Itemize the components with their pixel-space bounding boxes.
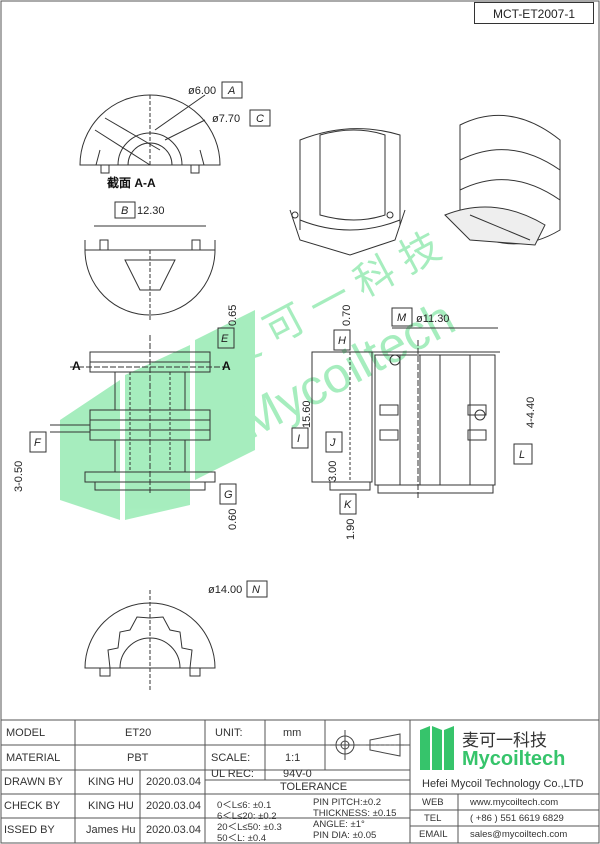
iso-view-left	[289, 128, 406, 256]
company-cn: 麦可一科技	[462, 731, 547, 750]
tel-value: ( +86 ) 551 6619 6829	[470, 813, 564, 824]
ulrec-value: 94V-0	[283, 768, 312, 780]
issued-date: 2020.03.04	[146, 824, 202, 836]
issued-label: ISSED BY	[4, 824, 55, 836]
section-marker-left: A	[72, 359, 81, 373]
dim-label-l: L	[519, 449, 525, 461]
dim-label-j: J	[329, 437, 336, 449]
email-value[interactable]: sales@mycoiltech.com	[470, 829, 568, 840]
scale-value: 1:1	[285, 752, 301, 764]
dim-value-b: 12.30	[137, 205, 165, 217]
company-logo-icon	[420, 726, 454, 770]
dim-value-j: 3.00	[327, 461, 339, 482]
drawn-name: KING HU	[88, 776, 134, 788]
ulrec-label: UL REC:	[211, 768, 254, 780]
dim-value-g: 0.60	[227, 509, 239, 530]
check-label: CHECK BY	[4, 800, 61, 812]
scale-label: SCALE:	[211, 752, 251, 764]
company-en: Mycoiltech	[462, 748, 566, 770]
web-label: WEB	[422, 797, 444, 808]
tel-label: TEL	[424, 813, 442, 824]
material-value: PBT	[127, 752, 149, 764]
drawing-code: MCT-ET2007-1	[474, 2, 594, 24]
top-view	[84, 225, 216, 320]
dim-value-n: ø14.00	[208, 584, 242, 596]
tol-5: PIN PITCH:±0.2	[313, 797, 382, 808]
projection-symbol-icon	[330, 730, 404, 760]
unit-label: UNIT:	[215, 727, 243, 739]
web-value[interactable]: www.mycoiltech.com	[470, 797, 559, 808]
dim-value-m: ø11.30	[416, 313, 449, 325]
dim-label-a: A	[227, 85, 235, 97]
tol-2: 6＜L≤20: ±0.2	[217, 811, 277, 822]
drawn-label: DRAWN BY	[4, 776, 63, 788]
tol-6: THICKNESS: ±0.15	[313, 808, 397, 819]
dim-label-g: G	[224, 489, 233, 501]
dim-value-a: ø6.00	[188, 85, 216, 97]
company-full: Hefei Mycoil Technology Co.,LTD	[422, 778, 584, 790]
dim-value-c: ø7.70	[212, 113, 240, 125]
tol-3: 20＜L≤50: ±0.3	[217, 822, 282, 833]
bottom-view	[84, 590, 216, 690]
iso-view-right	[444, 114, 561, 246]
section-marker-right: A	[222, 359, 231, 373]
dim-label-b: B	[121, 205, 128, 217]
dim-label-k: K	[344, 499, 352, 511]
section-aa-view	[79, 94, 221, 174]
dim-value-h: 0.70	[341, 305, 353, 326]
front-view-right	[311, 340, 500, 500]
drawn-date: 2020.03.04	[146, 776, 202, 788]
section-label: 截面 A-A	[107, 175, 156, 190]
material-label: MATERIAL	[6, 752, 61, 764]
tol-4: 50＜L: ±0.4	[217, 833, 267, 844]
dim-value-k: 1.90	[345, 519, 357, 540]
dim-value-e: 0.65	[227, 305, 239, 326]
dim-label-m: M	[397, 312, 407, 324]
dim-label-f: F	[34, 437, 42, 449]
dim-label-h: H	[338, 335, 346, 347]
tol-1: 0＜L≤6: ±0.1	[217, 800, 272, 811]
check-name: KING HU	[88, 800, 134, 812]
title-block-grid	[1, 719, 599, 843]
dim-label-c: C	[256, 113, 264, 125]
front-view-left	[50, 335, 230, 495]
email-label: EMAIL	[419, 829, 448, 840]
tol-7: ANGLE: ±1°	[313, 819, 365, 830]
dim-value-f: 3-0.50	[13, 461, 25, 492]
dim-label-n: N	[252, 584, 260, 596]
dim-value-l: 4-4.40	[525, 397, 537, 428]
issued-name: James Hu	[86, 824, 136, 836]
check-date: 2020.03.04	[146, 800, 202, 812]
model-value: ET20	[125, 727, 152, 739]
model-label: MODEL	[6, 727, 46, 739]
dim-label-i: I	[297, 433, 300, 445]
tolerance-label: TOLERANCE	[280, 781, 348, 793]
tol-8: PIN DIA: ±0.05	[313, 830, 377, 841]
dim-value-i: 15.60	[301, 400, 313, 428]
unit-value: mm	[283, 727, 302, 739]
dim-label-e: E	[221, 333, 229, 345]
